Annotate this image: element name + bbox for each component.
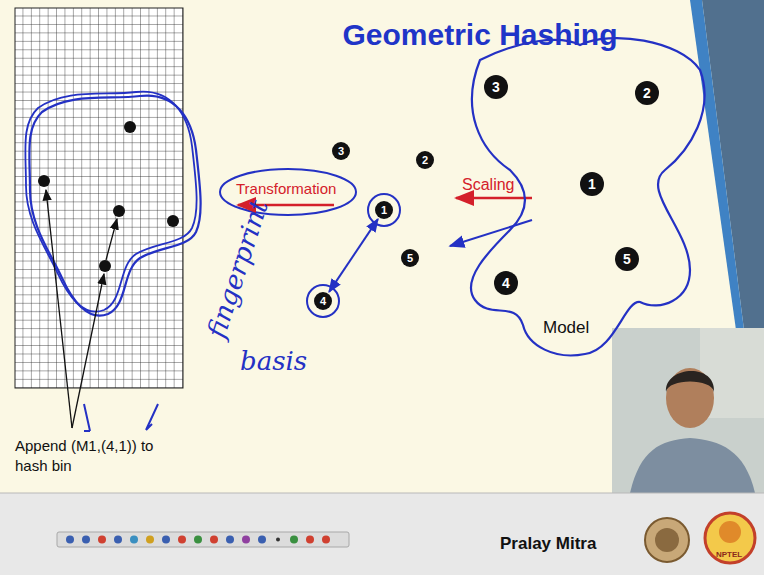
point-number: 1 (588, 177, 596, 191)
toolbar-icon (290, 536, 298, 544)
toolbar-icon (194, 536, 202, 544)
toolbar-icon (114, 536, 122, 544)
ink-mark (84, 404, 90, 431)
footer-rule (0, 493, 764, 494)
grid-ground (15, 8, 183, 388)
logo-text: NPTEL (716, 550, 742, 559)
scaling-arrow (456, 197, 532, 200)
toolbar-icon (146, 536, 154, 544)
presenter-body (630, 438, 755, 493)
presenter-video (612, 328, 764, 493)
ink-circle (307, 285, 339, 317)
toolbar-icon (306, 536, 314, 544)
toolbar-icons (66, 536, 330, 544)
grid-outline (25, 92, 196, 312)
point-circle: 3 (332, 142, 350, 160)
hash-grid (15, 8, 183, 388)
point-circle: 4 (314, 292, 332, 310)
slide-stripe (690, 0, 744, 330)
point-number: 3 (338, 146, 344, 157)
pointer-arrow (106, 219, 117, 260)
grid-point (99, 260, 111, 272)
toolbar-icon (242, 536, 250, 544)
model-label: Model (543, 318, 589, 338)
point-circle: 2 (416, 151, 434, 169)
ink-mark (146, 404, 158, 430)
point-number: 5 (623, 252, 631, 266)
point-number: 2 (422, 155, 428, 166)
toolbar-icon (258, 536, 266, 544)
pointer-arrow (72, 274, 104, 428)
nptel-logo (719, 521, 741, 543)
presenter-face (666, 368, 714, 428)
toolbar-icon (210, 536, 218, 544)
presenter-hair (666, 371, 714, 392)
point-number: 4 (502, 276, 510, 290)
append-note: Append (M1,(4,1)) to hash bin (15, 436, 180, 476)
basis-arrow (329, 219, 378, 292)
grid-point (167, 215, 179, 227)
point-number: 1 (381, 205, 387, 216)
ink-arrow (450, 220, 532, 246)
ink-note: fingerprint (201, 196, 274, 341)
toolbar (57, 532, 349, 547)
toolbar-icon (178, 536, 186, 544)
grid-point (124, 121, 136, 133)
ink-note: basis (240, 346, 307, 376)
point-number: 2 (643, 86, 651, 100)
point-circle: 1 (580, 172, 604, 196)
nptel-logo (705, 513, 755, 563)
pointer-arrow (46, 190, 72, 428)
point-circle: 3 (484, 75, 508, 99)
point-circle: 5 (401, 249, 419, 267)
institute-logo (645, 518, 689, 562)
transform-label: Transformation (236, 180, 336, 197)
point-circle: 4 (494, 271, 518, 295)
toolbar-icon (98, 536, 106, 544)
point-number: 5 (407, 253, 413, 264)
point-number: 4 (320, 296, 326, 307)
grid-point (38, 175, 50, 187)
scaling-label: Scaling (462, 176, 514, 194)
toolbar-icon (82, 536, 90, 544)
institute-logo (655, 528, 679, 552)
ink-circle (368, 194, 400, 226)
toolbar-icon (130, 536, 138, 544)
point-number: 3 (492, 80, 500, 94)
toolbar-icon (322, 536, 330, 544)
model-blob-line (471, 38, 705, 355)
model-outline: Model 3 2 1 5 4 (455, 30, 715, 365)
point-circle: 1 (375, 201, 393, 219)
footer-bar (0, 493, 764, 575)
grid-point (113, 205, 125, 217)
toolbar-icon (66, 536, 74, 544)
point-circle: 5 (615, 247, 639, 271)
toolbar-icon (226, 536, 234, 544)
author-name: Pralay Mitra (500, 534, 596, 554)
grid-outline (29, 96, 200, 316)
point-circle: 2 (635, 81, 659, 105)
toolbar-icon (162, 536, 170, 544)
slide-title: Geometric Hashing (330, 18, 630, 52)
toolbar-icon (276, 538, 280, 542)
